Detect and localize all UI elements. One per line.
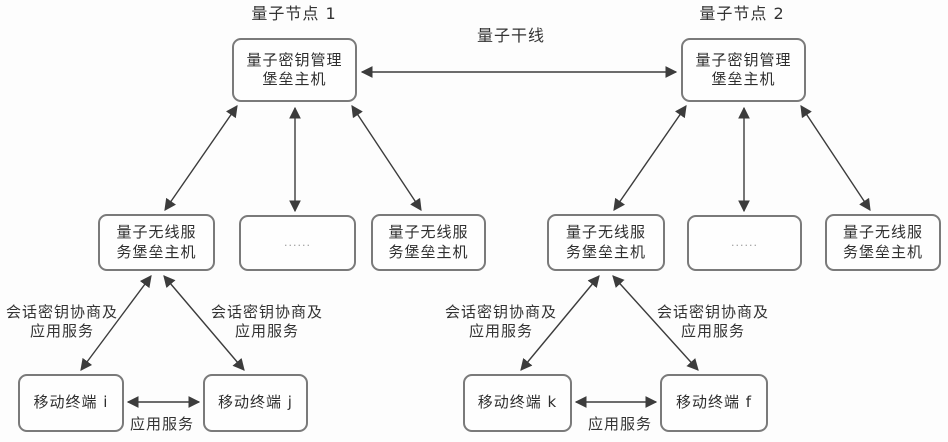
node-1-terminal-left-box: 移动终端 i bbox=[18, 374, 124, 432]
node-2-app-service-label: 应用服务 bbox=[587, 415, 652, 433]
node-1-wireless-left-box: 量子无线服 务堡垒主机 bbox=[98, 214, 215, 271]
node-2-terminal-right-box: 移动终端 f bbox=[660, 374, 768, 432]
node-2-kms-box: 量子密钥管理 堡垒主机 bbox=[681, 38, 806, 102]
node-2-session-label-right: 会话密钥协商及 应用服务 bbox=[656, 303, 769, 340]
node-2-terminal-left-box: 移动终端 k bbox=[463, 374, 572, 432]
node-1-arrow-kms-wireless-left bbox=[164, 105, 238, 211]
quantum-trunk-label: 量子干线 bbox=[476, 26, 545, 45]
node-1-arrow-kms-wireless-right bbox=[351, 105, 422, 211]
node-1-title: 量子节点 1 bbox=[251, 4, 337, 23]
node-1-session-label-right: 会话密钥协商及 应用服务 bbox=[210, 303, 323, 340]
node-2-arrow-wireless-terminal-left bbox=[520, 275, 600, 371]
node-2-wireless-right-box: 量子无线服 务堡垒主机 bbox=[825, 214, 941, 271]
node-2-title: 量子节点 2 bbox=[699, 4, 785, 23]
node-1-session-label-left: 会话密钥协商及 应用服务 bbox=[5, 303, 118, 340]
node-1-terminal-right-box: 移动终端 j bbox=[203, 374, 308, 432]
node-2-ellipsis-box: ...... bbox=[687, 215, 802, 271]
node-1-arrow-wireless-terminal-right bbox=[163, 275, 245, 371]
node-2-arrow-kms-wireless-left bbox=[613, 105, 687, 211]
node-2-arrow-kms-wireless-right bbox=[800, 105, 871, 211]
node-1-ellipsis-box: ...... bbox=[239, 215, 356, 271]
node-1-arrow-wireless-terminal-left bbox=[80, 275, 152, 371]
node-1-wireless-right-box: 量子无线服 务堡垒主机 bbox=[371, 214, 486, 271]
node-2-arrow-wireless-terminal-right bbox=[612, 275, 699, 371]
node-2-wireless-left-box: 量子无线服 务堡垒主机 bbox=[547, 214, 665, 271]
node-1-app-service-label: 应用服务 bbox=[129, 415, 194, 433]
node-1-kms-box: 量子密钥管理 堡垒主机 bbox=[232, 38, 357, 102]
node-2-session-label-left: 会话密钥协商及 应用服务 bbox=[444, 303, 557, 340]
